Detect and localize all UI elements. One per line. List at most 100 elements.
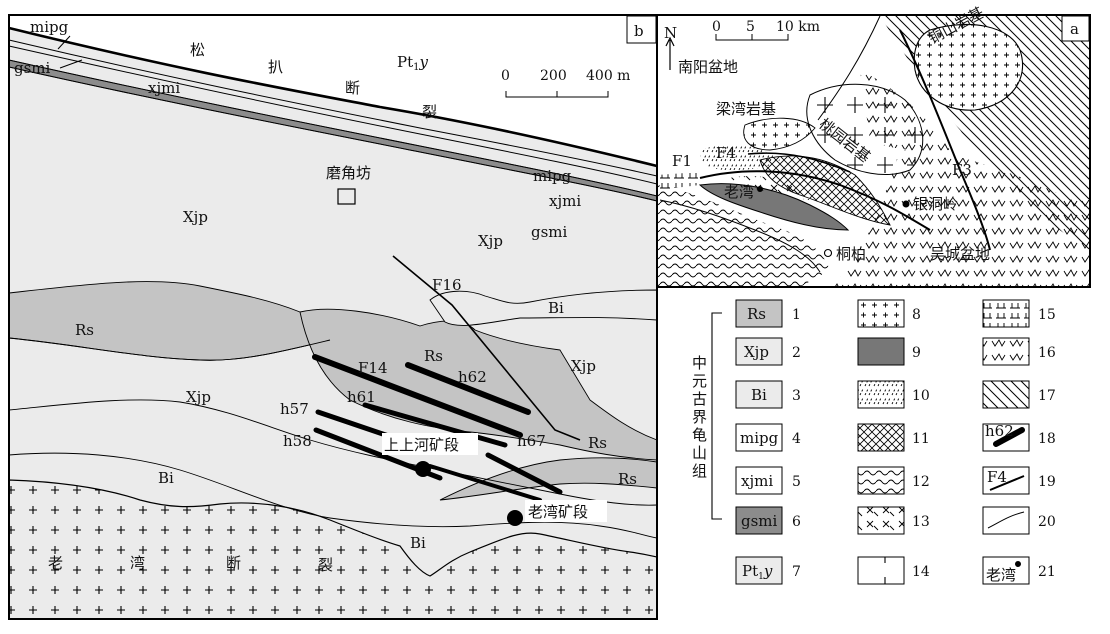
svg-text:山: 山 [692, 444, 707, 462]
svg-text:6: 6 [792, 514, 801, 530]
fault-laowan-char-4: 裂 [318, 556, 333, 574]
taoyuan-pluton [806, 83, 924, 176]
label-h58: h58 [283, 432, 312, 450]
svg-text:18: 18 [1038, 431, 1056, 447]
bi-patch-upper [429, 289, 658, 326]
svg-text:11: 11 [912, 431, 930, 447]
svg-text:21: 21 [1038, 564, 1056, 580]
svg-text:5: 5 [792, 474, 801, 490]
svg-text:Rs: Rs [747, 305, 766, 323]
yindongling-marker [902, 200, 910, 208]
site-mojiaofang-square [337, 188, 356, 205]
laowan-granite-body [8, 479, 658, 620]
label-rs-center: Rs [424, 347, 443, 365]
svg-text:9: 9 [912, 345, 921, 361]
label-f14: F14 [358, 359, 388, 377]
fault-a-f4 [747, 152, 851, 173]
legend: 中 元 古 界 龟 山 组 Rs 1 Xjp 2 Bi 3 mipg 4 [692, 299, 1056, 585]
tongbai-marker [823, 248, 833, 258]
svg-text:F4: F4 [987, 468, 1007, 486]
scale-b-0: 0 [501, 68, 510, 84]
legend-item-8: 8 [857, 299, 921, 328]
svg-text:Pt1y: Pt1y [742, 562, 773, 582]
north-arrow: N [664, 24, 677, 70]
svg-text:17: 17 [1038, 388, 1056, 404]
legend-item-9: 9 [857, 337, 921, 366]
legend-item-4: mipg 4 [735, 423, 801, 452]
legend-item-5: xjmi 5 [735, 466, 801, 495]
label-xjp-upper-left: Xjp [183, 208, 208, 226]
legend-item-18: h62 18 [982, 422, 1056, 452]
map-a: N 0 5 10 km 南阳盆地 梁湾岩基 桃园岩基 铜山岩基 F1 F4 F3… [656, 3, 1091, 288]
panel-a-letter: a [1070, 20, 1079, 38]
label-xjmi-left: xjmi [148, 79, 180, 97]
scale-a-5: 5 [746, 19, 755, 35]
fault-songpa-char-4: 裂 [422, 103, 437, 121]
vein-f14 [312, 354, 523, 438]
svg-text:gsmi: gsmi [741, 512, 778, 530]
svg-text:组: 组 [692, 462, 707, 480]
legend-item-2: Xjp 2 [735, 337, 801, 366]
legend-item-21: 老湾 21 [982, 556, 1056, 585]
svg-text:界: 界 [692, 408, 707, 426]
label-h62: h62 [458, 368, 487, 386]
vein-h67 [485, 452, 563, 495]
map-b: 0 200 400 m b 松 扒 断 裂 Pt1y mipg gsmi xjm… [8, 14, 658, 620]
label-bi-lower-left: Bi [158, 469, 174, 487]
legend-item-11: 11 [857, 423, 930, 452]
svg-text:12: 12 [912, 474, 930, 490]
svg-text:15: 15 [1038, 307, 1056, 323]
fault-laowan-char-2: 湾 [130, 554, 145, 572]
legend-item-6: gsmi 6 [735, 506, 801, 535]
label-nanyang-basin: 南阳盆地 [678, 58, 738, 76]
label-f4-a: F4 [716, 144, 736, 162]
legend-group-label: 中 元 古 界 龟 山 组 [692, 354, 707, 480]
scale-a-10km: 10 km [776, 19, 820, 35]
songpa-fault-line [8, 26, 658, 168]
legend-item-12: 12 [857, 466, 930, 495]
label-f1: F1 [672, 152, 692, 170]
vein-h62 [405, 362, 531, 415]
scale-bar-b: 0 200 400 m [501, 68, 630, 98]
svg-text:14: 14 [912, 564, 930, 580]
legend-item-16: 16 [982, 337, 1056, 366]
fault-a-main [699, 170, 931, 231]
deposit-shangshanghe-label: 上上河矿段 [384, 436, 459, 454]
legend-item-15: 15 [982, 299, 1056, 328]
liangwan-pluton [743, 117, 816, 151]
label-gsmi-left: gsmi [14, 59, 51, 77]
label-mipg-top: mipg [30, 18, 69, 36]
label-xjp-upper-right: Xjp [478, 232, 503, 250]
legend-item-17: 17 [982, 380, 1056, 409]
deposit-shangshanghe-marker [415, 461, 431, 477]
svg-text:中: 中 [692, 354, 707, 372]
svg-text:8: 8 [912, 307, 921, 323]
fault-laowan-char-3: 断 [226, 554, 241, 572]
svg-text:2: 2 [792, 345, 801, 361]
svg-text:3: 3 [792, 388, 801, 404]
label-xjp-mid-left: Xjp [186, 388, 211, 406]
svg-text:13: 13 [912, 514, 930, 530]
scale-b-200: 200 [540, 68, 567, 84]
legend-item-3: Bi 3 [735, 380, 801, 409]
fault-laowan-char-1: 老 [48, 554, 63, 572]
label-tongbai: 桐柏 [836, 245, 866, 263]
svg-text:h62: h62 [985, 422, 1014, 440]
legend-item-13: 13 [857, 506, 930, 535]
label-f3: F3 [952, 161, 972, 179]
fault-a-f3 [899, 29, 991, 251]
fault-songpa-char-3: 断 [345, 79, 360, 97]
label-bi-bottom: Bi [410, 534, 426, 552]
svg-text:20: 20 [1038, 514, 1056, 530]
label-h57: h57 [280, 400, 309, 418]
svg-text:N: N [664, 24, 677, 42]
svg-text:16: 16 [1038, 345, 1056, 361]
legend-item-19: F4 19 [982, 466, 1056, 495]
svg-text:古: 古 [692, 390, 707, 408]
label-h61: h61 [347, 388, 376, 406]
label-laowan-a: 老湾 [724, 183, 754, 201]
vein-h61 [362, 402, 508, 448]
svg-text:10: 10 [912, 388, 930, 404]
panel-b-letter: b [634, 22, 644, 40]
